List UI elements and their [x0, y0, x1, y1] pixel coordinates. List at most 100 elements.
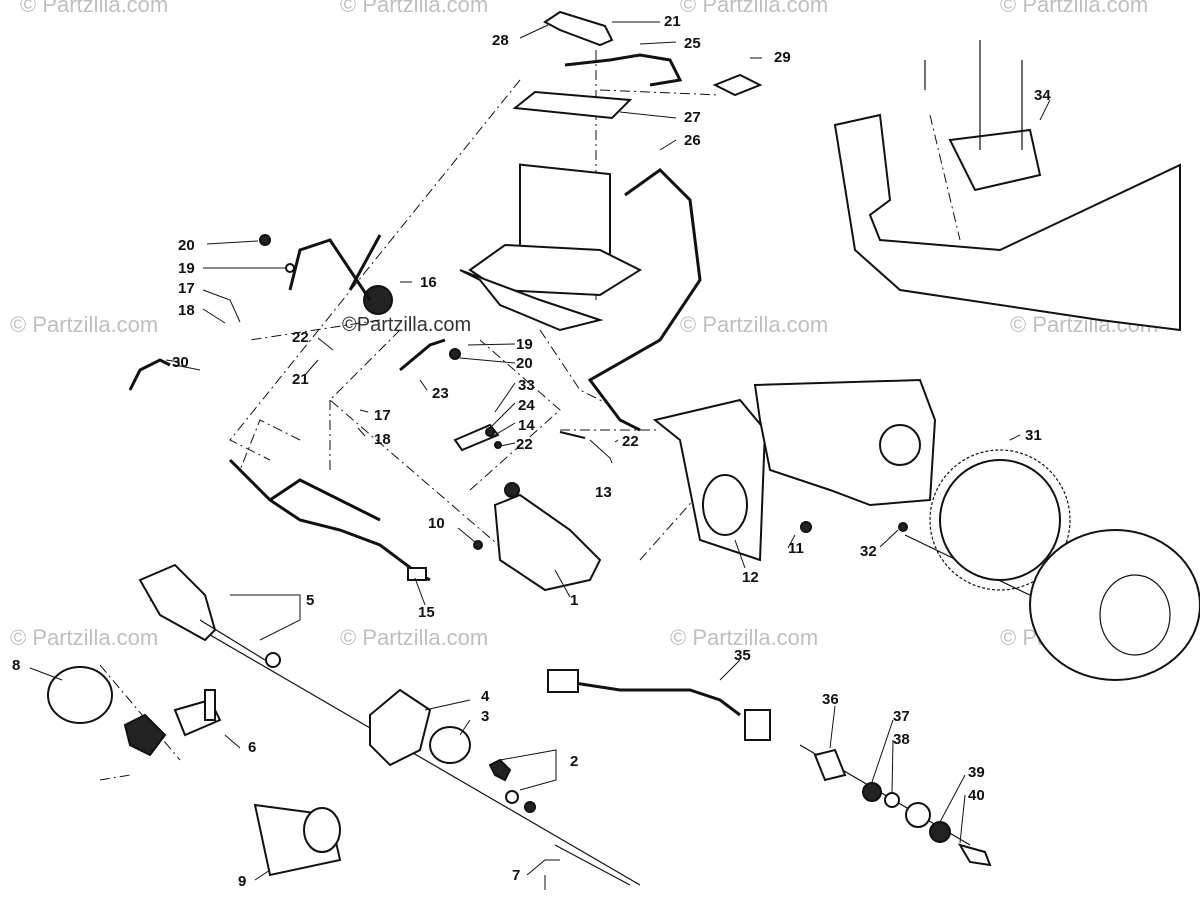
ignition-switch: [813, 748, 847, 782]
callout-29: 29: [774, 49, 791, 66]
callout-10: 10: [428, 515, 445, 532]
callout-14: 14: [518, 417, 535, 434]
switch-connector: [744, 709, 771, 741]
switch-harness: [554, 678, 741, 717]
solenoid-and-harness: [128, 234, 461, 582]
callout-13: 13: [595, 484, 612, 501]
callout-8: 8: [12, 657, 20, 674]
solenoid: [363, 285, 393, 315]
callout-4: 4: [481, 688, 490, 705]
brush-holder: [123, 713, 167, 757]
callout-30: 30: [172, 354, 189, 371]
starter-exploded: [47, 563, 631, 886]
watermark: © Partzilla.com: [670, 625, 818, 650]
engine-assembly: [753, 378, 1200, 681]
callout-17: 17: [178, 280, 195, 297]
callout-26: 26: [684, 132, 701, 149]
retaining-ring: [524, 801, 536, 813]
watermark: © Partzilla.com: [340, 0, 488, 17]
watermark: © Partzilla.com: [1000, 0, 1148, 17]
battery-vent-cap: [712, 73, 763, 97]
callout-9: 9: [238, 873, 246, 890]
pinion-gear: [429, 726, 471, 764]
watermark: © Partzilla.com: [680, 0, 828, 17]
engine-block: [753, 378, 937, 507]
bracket-opening: [702, 474, 748, 536]
callout-36: 36: [822, 691, 839, 708]
callout-12: 12: [742, 569, 759, 586]
battery-box: [948, 128, 1042, 192]
battery: [519, 163, 611, 261]
armature-shaft: [199, 619, 266, 661]
starter-motor: [493, 493, 602, 592]
housing-opening: [303, 807, 341, 853]
terminal-nut: [449, 348, 461, 360]
lock-washer: [884, 792, 900, 808]
drive-end-housing: [369, 688, 432, 767]
battery-top: [512, 90, 633, 120]
wiring-harness: [228, 458, 431, 582]
starter-terminal: [504, 482, 520, 498]
spacer-plate: [905, 802, 931, 828]
thrust-washer: [265, 652, 281, 668]
starter-bracket: [652, 398, 767, 562]
flywheel-hub: [1099, 574, 1171, 656]
watermark: © Partzilla.com: [340, 625, 488, 650]
callout-18: 18: [178, 302, 195, 319]
callout-23: 23: [432, 385, 449, 402]
callout-38: 38: [893, 731, 910, 748]
callout-31: 31: [1025, 427, 1042, 444]
battery-hold-down-strap: [543, 10, 614, 47]
nut: [259, 234, 271, 246]
battery-assembly: [459, 10, 763, 432]
watermark: © Partzilla.com: [10, 625, 158, 650]
spring: [488, 758, 512, 782]
battery-cable: [564, 53, 683, 87]
battery-ground-cable: [587, 168, 702, 432]
key: [898, 522, 908, 532]
callout-39: 39: [968, 764, 985, 781]
harness-branch: [269, 478, 381, 522]
callout-19-repeat: 19: [516, 336, 533, 353]
battery-bracket: [459, 269, 604, 332]
watermark: © Partzilla.com: [680, 312, 828, 337]
solenoid-cable: [348, 234, 382, 291]
callout-21-repeat: 21: [292, 371, 309, 388]
callout-22-repeat: 22: [292, 329, 309, 346]
callout-22-repeat: 22: [622, 433, 639, 450]
callout-35: 35: [734, 647, 751, 664]
callout-16: 16: [420, 274, 437, 291]
callout-28: 28: [492, 32, 509, 49]
end-cap: [47, 666, 113, 724]
bezel-nut: [929, 821, 951, 843]
callout-37: 37: [893, 708, 910, 725]
callout-7: 7: [512, 867, 520, 884]
chassis-frame: [833, 113, 1181, 332]
callout-19: 19: [178, 260, 195, 277]
starter-lead: [399, 338, 446, 372]
callout-40: 40: [968, 787, 985, 804]
ignition-key: [957, 843, 992, 867]
cap-screw: [559, 431, 586, 439]
callout-22: 22: [516, 436, 533, 453]
callout-numbers: 1 2 3 4 5 6 7 8 9 10 11 12 13 14 15 16 1…: [12, 13, 1051, 890]
chassis-inset: [833, 40, 1181, 332]
washer: [285, 263, 295, 273]
watermark: © Partzilla.com: [10, 312, 158, 337]
switch-nut: [862, 782, 882, 802]
ring-gear: [929, 449, 1071, 591]
flywheel: [1029, 529, 1200, 681]
callout-21: 21: [664, 13, 681, 30]
center-watermark: ©Partzilla.com: [342, 314, 471, 336]
harness-plug: [547, 669, 579, 693]
callout-18-repeat: 18: [374, 431, 391, 448]
solenoid-lead: [288, 238, 372, 301]
stop-collar: [505, 790, 519, 804]
callout-20-repeat: 20: [516, 355, 533, 372]
callout-25: 25: [684, 35, 701, 52]
callout-33: 33: [518, 377, 535, 394]
crankshaft-end: [879, 424, 921, 466]
callout-32: 32: [860, 543, 877, 560]
key-switch-assembly: [547, 669, 992, 867]
harness-connector: [407, 567, 427, 581]
